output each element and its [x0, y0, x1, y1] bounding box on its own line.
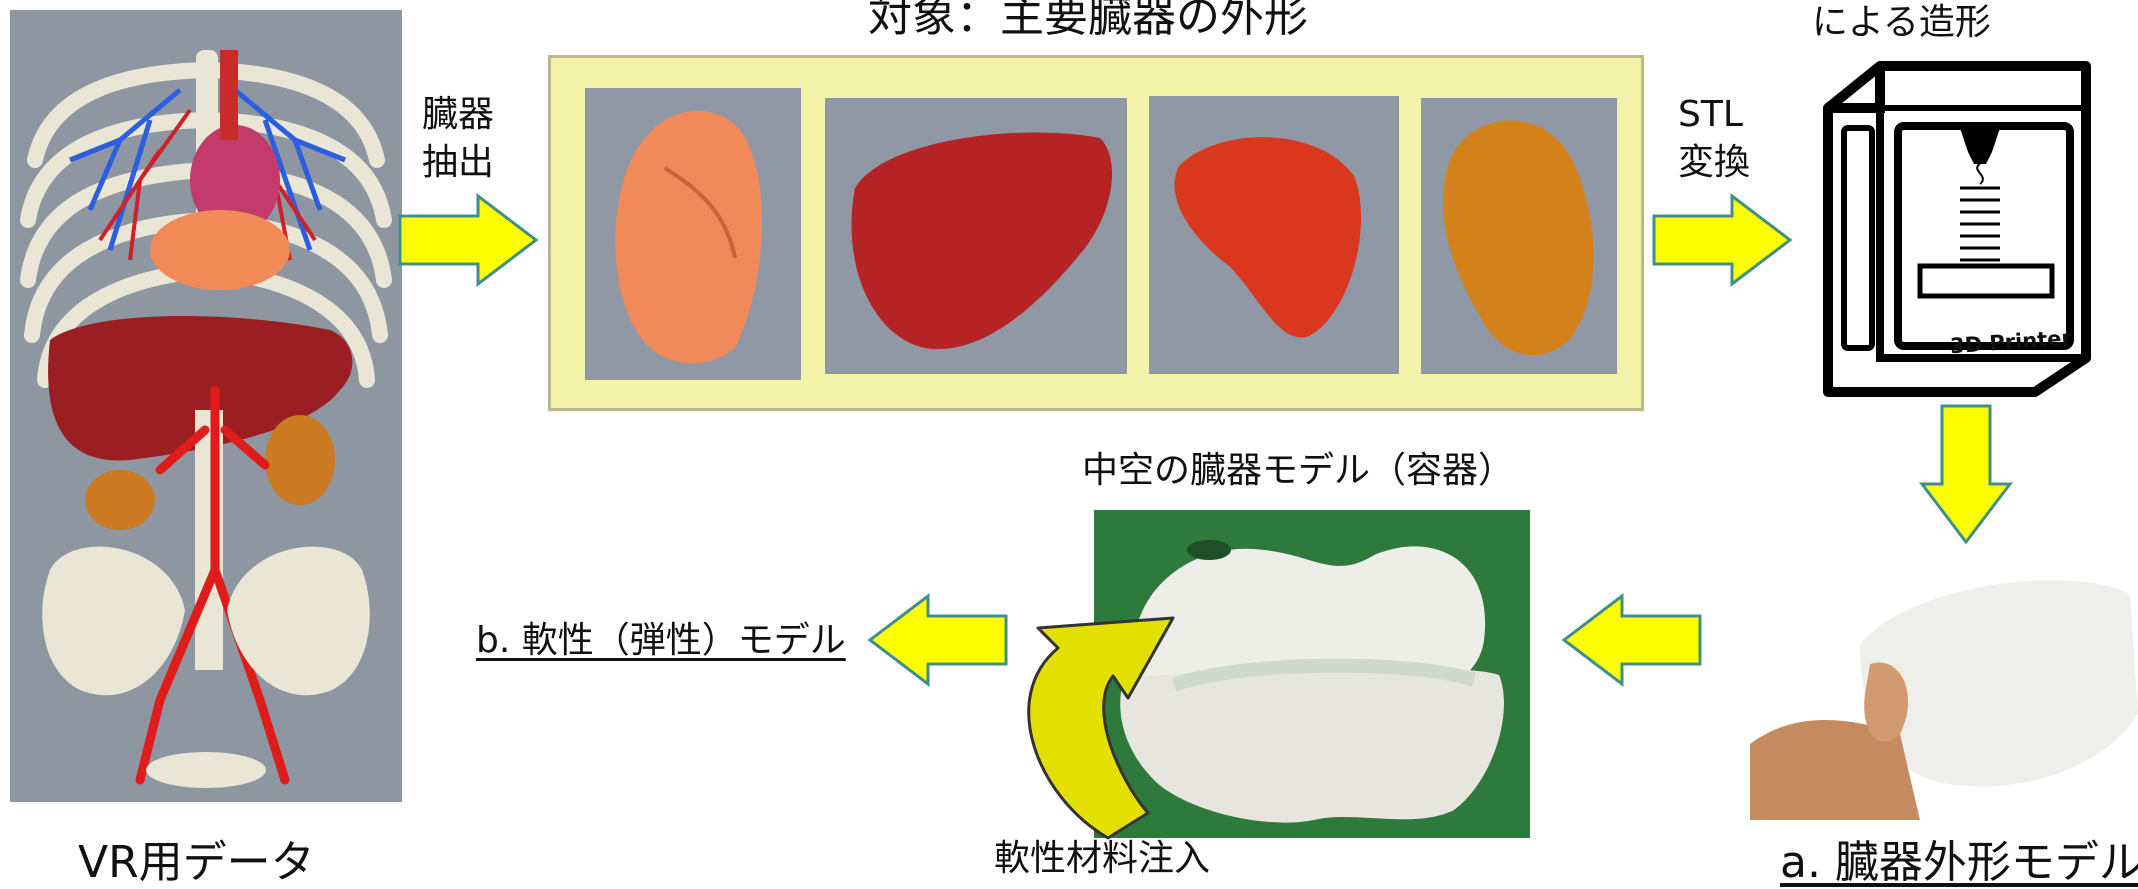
- organ-heart-image: [585, 88, 801, 380]
- organ-spleen-image: [1149, 96, 1399, 374]
- outer-model-label: a. 臓器外形モデル: [1780, 838, 2138, 889]
- injection-curved-arrow: [998, 588, 1208, 848]
- printer-title: による造形: [1812, 2, 1991, 43]
- arrow-left-from-model: [1560, 592, 1702, 688]
- organ-extract-label-line2: 抽出: [422, 142, 494, 183]
- arrow-down: [1918, 404, 2014, 546]
- organ-kidney-image: [1421, 98, 1617, 374]
- arrow-right-stl: [1652, 192, 1794, 288]
- stl-label-line2: 変換: [1678, 142, 1750, 183]
- arrow-left-to-soft: [866, 592, 1008, 688]
- target-organs-panel: [548, 55, 1644, 411]
- soft-injection-label: 軟性材料注入: [994, 838, 1210, 879]
- vr-data-label: VR用データ: [78, 838, 315, 889]
- target-title: 対象：主要臓器の外形: [868, 0, 1308, 43]
- organ-liver-image: [825, 98, 1127, 374]
- outer-model-photo: [1750, 564, 2138, 820]
- soft-model-label: b. 軟性（弾性）モデル: [476, 620, 846, 661]
- arrow-right-extract: [398, 192, 540, 288]
- stl-label-line1: STL: [1678, 94, 1743, 135]
- hollow-model-title: 中空の臓器モデル（容器）: [1082, 450, 1514, 491]
- vr-data-image: [10, 10, 402, 802]
- organ-extract-label-line1: 臓器: [422, 94, 494, 135]
